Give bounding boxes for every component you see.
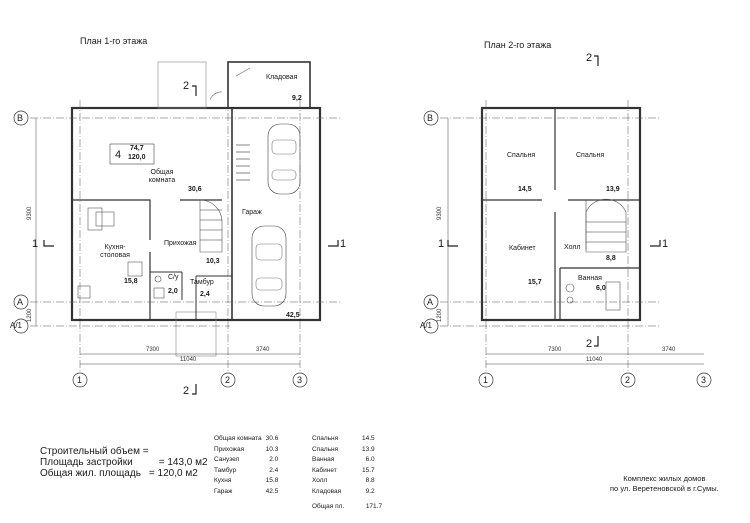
room-label-hall2: Холл <box>564 244 581 251</box>
room-area-hall2: 8,8 <box>606 255 616 262</box>
room-label-common: Общая комната <box>148 169 176 184</box>
room-label-study: Кабинет <box>509 245 536 252</box>
axis-col-1-2: 1 <box>483 375 489 385</box>
room-area-bed1: 14,5 <box>518 186 532 193</box>
room-label-kitchen: Кухня-столовая <box>100 244 130 259</box>
axis-row-a1-2: А/1 <box>420 321 433 330</box>
car-1 <box>267 123 301 195</box>
axis-row-v-2: В <box>427 113 434 123</box>
room-label-vestibule: Тамбур <box>190 279 214 286</box>
room-area-kitchen: 15,8 <box>124 278 138 285</box>
project-caption: Комплекс жилых домов по ул. Веретеновско… <box>610 474 719 494</box>
axis-col-2-2: 2 <box>625 375 631 385</box>
floor2-outer-wall <box>480 106 642 322</box>
axis-col-3-1: 3 <box>297 375 303 385</box>
room-label-bed1: Спальня <box>507 152 536 159</box>
volume-line2-label: Площадь застройки <box>40 457 133 468</box>
dim-1200-f2: 1200 <box>437 308 443 322</box>
room-label-hall: Прихожая <box>164 240 197 247</box>
floor2-title: План 2-го этажа <box>484 40 552 50</box>
room-area-wc: 2,0 <box>168 288 178 295</box>
volume-line2-value: = 143,0 м2 <box>158 457 208 468</box>
volume-line3-value: = 120,0 м2 <box>148 468 198 479</box>
apt-area-living: 74,7 <box>130 145 144 152</box>
room-area-hall: 10,3 <box>206 258 220 265</box>
section-2-top-f2: 2 <box>586 52 593 64</box>
porch-top <box>157 61 207 109</box>
room-area-garage: 42,5 <box>286 312 300 319</box>
volume-line1: Строительный объем = <box>40 446 149 457</box>
room-label-wc: С/у <box>168 274 179 281</box>
section-2-bottom-f1: 2 <box>183 385 190 397</box>
dim-3740-f1: 3740 <box>256 347 270 353</box>
axis-col-1-1: 1 <box>77 375 83 385</box>
dim-11040-f1: 11040 <box>180 357 197 363</box>
room-area-storage: 9,2 <box>292 95 302 102</box>
section-1-left-f2: 1 <box>438 238 445 250</box>
storage-annex <box>227 61 311 109</box>
room-label-storage: Кладовая <box>266 74 298 81</box>
section-1-right-f1: 1 <box>340 238 347 250</box>
axis-row-v-1: В <box>17 113 24 123</box>
room-area-common: 30,6 <box>188 186 202 193</box>
area-total: Общая пл. 171.7 <box>312 503 382 510</box>
section-2-top-f1: 2 <box>183 80 190 92</box>
dim-7300-f2: 7300 <box>548 347 562 353</box>
room-area-vestibule: 2,4 <box>200 291 210 298</box>
section-2-bottom-f2: 2 <box>586 338 593 350</box>
dim-3740-f2: 3740 <box>662 347 676 353</box>
dim-7300-f1: 7300 <box>146 347 160 353</box>
project-caption-line1: Комплекс жилых домов <box>623 474 706 483</box>
apt-area-total: 120,0 <box>128 154 146 161</box>
volume-line3-label: Общая жил. площадь <box>40 468 141 479</box>
room-area-study: 15,7 <box>528 279 542 286</box>
axis-col-3-2: 3 <box>701 375 707 385</box>
area-total-label: Общая пл. <box>312 503 345 510</box>
dim-9300-f1: 9300 <box>27 206 33 220</box>
section-1-right-f2: 1 <box>662 238 669 250</box>
dim-11040-f2: 11040 <box>586 357 603 363</box>
room-label-bed2: Спальня <box>576 152 605 159</box>
axis-row-a-1: А <box>17 297 24 307</box>
volume-block: Строительный объем = Площадь застройки = … <box>40 446 208 479</box>
room-label-garage: Гараж <box>242 209 262 216</box>
axis-row-a-2: А <box>427 297 434 307</box>
dim-9300-f2: 9300 <box>437 206 443 220</box>
room-area-bath: 6,0 <box>596 285 606 292</box>
axis-row-a1-1: А/1 <box>10 321 23 330</box>
section-1-left-f1: 1 <box>32 238 39 250</box>
room-label-bath: Ванная <box>578 275 602 282</box>
area-total-value: 171.7 <box>365 503 383 510</box>
floor1-title: План 1-го этажа <box>80 36 148 46</box>
axis-col-2-1: 2 <box>225 375 231 385</box>
project-caption-line2: по ул. Веретеновской в г.Сумы. <box>610 484 719 493</box>
dim-1200-f1: 1200 <box>27 308 33 322</box>
car-2 <box>251 225 287 307</box>
apt-number: 4 <box>115 149 122 161</box>
room-area-bed2: 13,9 <box>606 186 620 193</box>
